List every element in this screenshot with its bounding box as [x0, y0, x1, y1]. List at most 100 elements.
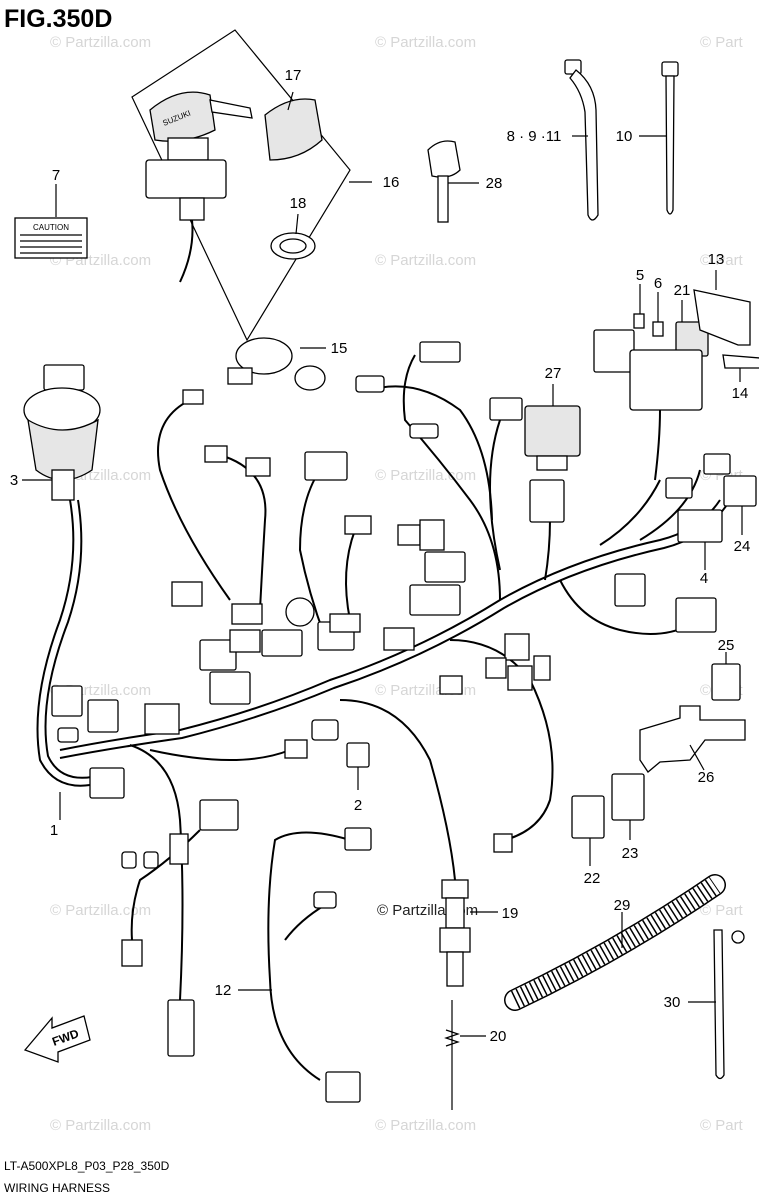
callout-12: 12 [215, 982, 232, 999]
callout-24: 24 [734, 538, 751, 555]
connector [57, 727, 79, 743]
fuse-box [593, 329, 635, 373]
harness-branch [129, 744, 184, 1001]
switch-cover [264, 98, 323, 161]
callout-10: 10 [616, 128, 633, 145]
spare-key-head [427, 140, 461, 178]
bracket-26 [639, 705, 746, 773]
callout-22: 22 [584, 870, 601, 887]
coupler-2 [346, 742, 370, 768]
cable-tie-strap [665, 75, 675, 215]
connector [169, 833, 189, 865]
sensor-body [445, 897, 465, 929]
connector [171, 581, 203, 607]
connector [167, 999, 195, 1057]
connector [493, 833, 513, 853]
main-connector [43, 364, 85, 391]
callout-14: 14 [732, 385, 749, 402]
connector [507, 665, 533, 691]
callout-3: 3 [10, 472, 18, 489]
callout-15: 15 [331, 340, 348, 357]
callout-30: 30 [664, 994, 681, 1011]
connector [121, 851, 137, 869]
fuse-5 [633, 313, 645, 329]
caution-plate-text: CAUTION [33, 223, 69, 232]
callout-6: 6 [654, 275, 662, 292]
cable-ties-group [564, 59, 679, 221]
relay-27-part [524, 384, 581, 471]
ignition-switch-wire [179, 219, 194, 283]
forward-arrow-icon: FWD [23, 1015, 91, 1063]
sensor-connector [441, 879, 469, 899]
connector [261, 629, 303, 657]
connector [199, 639, 237, 671]
watermark: © Partzilla.com [375, 467, 476, 484]
harness-loop [36, 499, 91, 787]
connector [419, 341, 461, 363]
connector [284, 739, 308, 759]
ignition-switch-set-group: SUZUKI [131, 29, 372, 342]
connector [409, 584, 461, 616]
harness-branch [219, 454, 267, 611]
harness-branch [449, 639, 554, 841]
callout-13: 13 [708, 251, 725, 268]
watermark: © Part [700, 34, 744, 51]
callout-2: 2 [354, 797, 362, 814]
callout-23: 23 [622, 845, 639, 862]
sub-harness-12 [238, 827, 372, 1103]
sensor-tip [446, 951, 464, 987]
connector-25 [711, 663, 741, 701]
harness-branch [489, 419, 501, 571]
forward-arrow-shape [23, 1015, 91, 1063]
watermark: © Partzilla.com [50, 1117, 151, 1134]
connector [424, 551, 466, 583]
callout-numbers: 1 2 3 4 5 6 7 8 · 9 ·11 10 12 13 14 15 1… [10, 67, 751, 1045]
harness-branch [157, 399, 231, 601]
conduit-29-part [504, 874, 726, 1011]
cable-tie-strap [713, 929, 725, 1080]
connector [614, 573, 646, 607]
connector [344, 515, 372, 535]
spare-key-blade [437, 175, 449, 223]
sensor-hex [439, 927, 471, 953]
coupler-23 [611, 773, 645, 821]
harness-branch [345, 529, 356, 621]
watermark: © Part [700, 252, 744, 269]
callout-16: 16 [383, 174, 400, 191]
spare-key-part [427, 140, 479, 223]
harness-branch [339, 699, 456, 881]
power-socket-part [227, 337, 326, 391]
connector [675, 597, 717, 633]
connector [204, 445, 228, 463]
harness-branch [402, 354, 501, 601]
socket-cap [294, 365, 326, 391]
ignition-switch-connector [179, 197, 205, 221]
clamp-14 [722, 354, 759, 369]
cable-tie-30-part [688, 929, 745, 1080]
wiring-harness-1 [22, 341, 757, 1057]
harness-loop [44, 499, 93, 779]
connector [485, 657, 507, 679]
watermark: © Part [700, 1117, 744, 1134]
relay-27-base [536, 455, 568, 471]
figure-title: FIG.350D [4, 5, 112, 33]
callout-7: 7 [52, 167, 60, 184]
pin-20-spring [444, 1029, 460, 1047]
harness-branch [599, 479, 661, 546]
callout-27: 27 [545, 365, 562, 382]
connector [383, 627, 415, 651]
connector [703, 453, 731, 475]
harness-branch [544, 519, 551, 581]
leader-17 [287, 91, 294, 111]
connector [344, 827, 372, 851]
callout-5: 5 [636, 267, 644, 284]
caution-label-part: CAUTION [14, 184, 88, 259]
harness-branch [377, 385, 493, 521]
callout-1: 1 [50, 822, 58, 839]
watermark: © Partzilla.com [375, 252, 476, 269]
cable-tie-clip [731, 930, 745, 944]
watermark: © Partzilla.com [375, 34, 476, 51]
connector [397, 524, 421, 546]
main-connector-grommet [27, 418, 99, 481]
lock-nut-hole [279, 238, 307, 254]
